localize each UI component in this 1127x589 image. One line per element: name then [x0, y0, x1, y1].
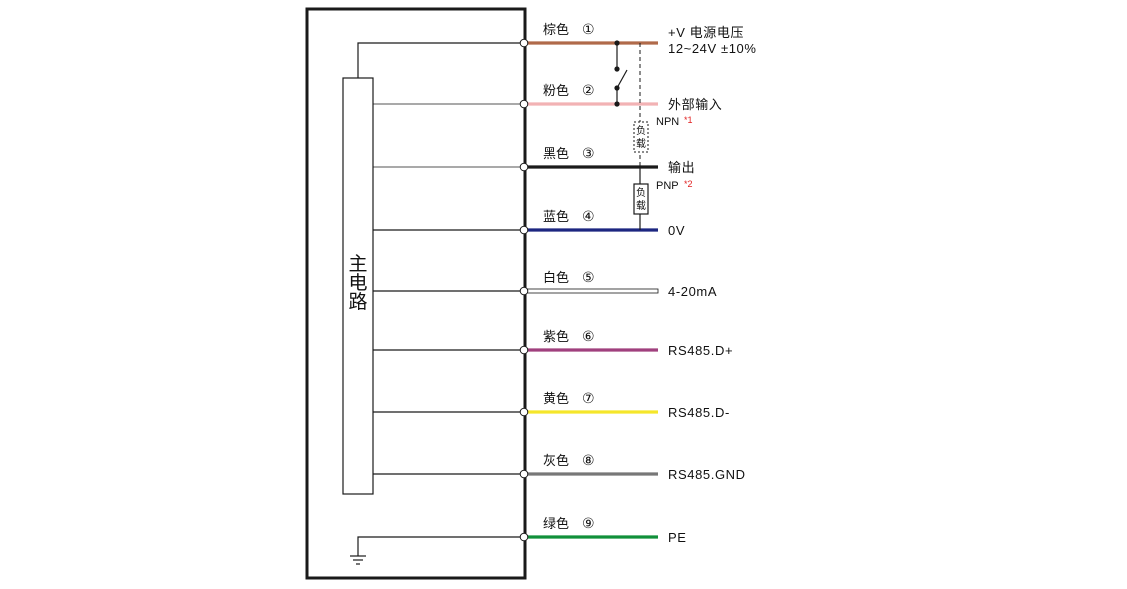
wire-color-name-9: 绿色	[543, 516, 569, 532]
wire-number-4: ④	[582, 209, 595, 225]
terminal-5	[519, 286, 529, 296]
wire-signal-6: RS485.D+	[668, 343, 733, 358]
npn-load-box	[633, 121, 649, 153]
terminal-9	[519, 532, 529, 542]
npn-load-char-1: 负	[636, 124, 646, 137]
pnp-load-box	[633, 183, 649, 215]
main-circuit-label-1: 主	[348, 253, 367, 275]
pnp-load-char-2: 载	[636, 200, 646, 212]
wire-number-8: ⑧	[582, 453, 595, 469]
wire-5	[523, 288, 659, 294]
wire-signal-line2-1: 12~24V ±10%	[668, 41, 757, 56]
wire-number-6: ⑥	[582, 329, 595, 345]
pnp-label: PNP	[656, 180, 679, 192]
internal-wire-1	[357, 42, 524, 78]
wire-color-name-6: 紫色	[543, 329, 569, 345]
wire-number-1: ①	[582, 22, 595, 38]
wire-signal-8: RS485.GND	[668, 467, 746, 482]
wire-signal-4: 0V	[668, 223, 685, 238]
wire-number-3: ③	[582, 146, 595, 162]
npn-label: NPN	[656, 116, 679, 128]
terminal-8	[519, 469, 529, 479]
main-circuit-label-2: 电	[348, 272, 367, 294]
external-wires	[523, 41, 659, 539]
terminal-3	[519, 162, 529, 172]
wire-signal-1: +V 电源电压	[668, 25, 744, 40]
wire-number-2: ②	[582, 83, 595, 99]
wire-color-name-1: 棕色	[543, 22, 569, 38]
wire-color-name-2: 粉色	[543, 83, 569, 99]
wire-number-9: ⑨	[582, 516, 595, 532]
terminal-6	[519, 345, 529, 355]
main-circuit-box	[342, 77, 374, 495]
internal-wire-9	[357, 536, 524, 556]
npn-note: *1	[684, 115, 693, 125]
wire-number-5: ⑤	[582, 270, 595, 286]
sensor-enclosure	[305, 7, 527, 580]
main-circuit-label-3: 路	[348, 291, 367, 313]
npn-load-char-2: 载	[636, 138, 646, 150]
wire-color-name-5: 白色	[543, 270, 569, 286]
wire-color-name-4: 蓝色	[543, 209, 569, 225]
wire-signal-2: 外部输入	[668, 97, 722, 112]
wire-color-name-8: 灰色	[543, 453, 569, 469]
terminal-4	[519, 225, 529, 235]
ground-icon	[350, 555, 366, 565]
wire-signal-9: PE	[668, 530, 687, 545]
wire-signal-7: RS485.D-	[668, 405, 730, 420]
wire-color-name-7: 黄色	[543, 391, 569, 407]
terminal-7	[519, 407, 529, 417]
wire-number-7: ⑦	[582, 391, 595, 407]
terminal-2	[519, 99, 529, 109]
pnp-note: *2	[684, 179, 693, 189]
terminal-1	[519, 38, 529, 48]
wire-signal-3: 输出	[668, 160, 695, 175]
wire-color-name-3: 黑色	[543, 146, 569, 162]
switch-icon	[614, 40, 628, 107]
wire-signal-5: 4-20mA	[668, 284, 717, 299]
pnp-load-char-1: 负	[636, 186, 646, 199]
